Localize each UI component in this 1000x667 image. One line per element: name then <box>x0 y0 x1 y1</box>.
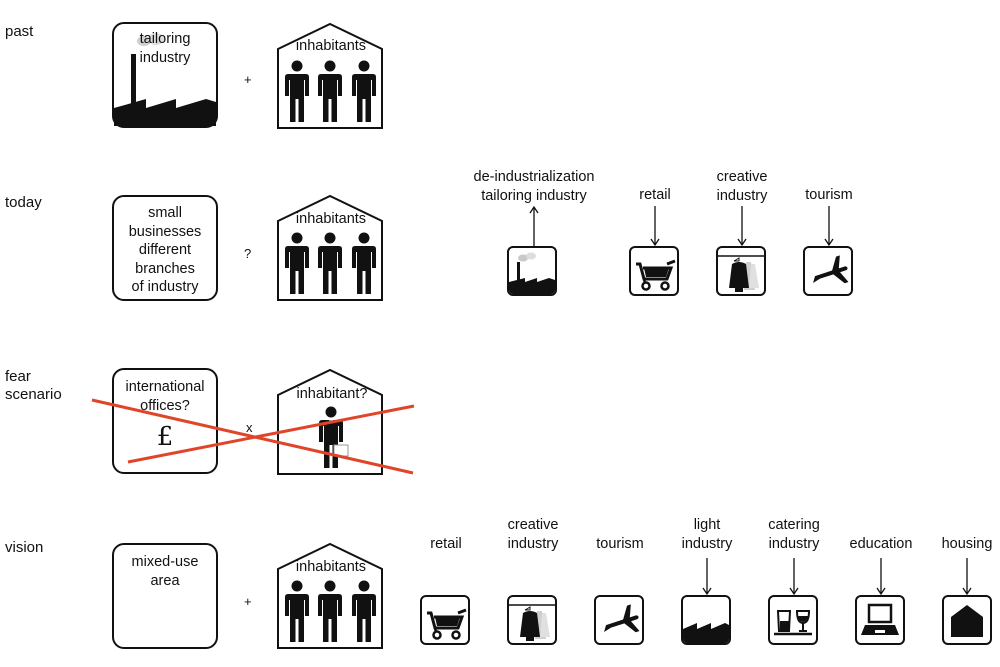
arrow-down-icon <box>702 558 712 596</box>
arrow-up-icon <box>529 205 539 246</box>
caption-education: education <box>849 536 913 552</box>
arrow-down-icon <box>824 206 834 247</box>
operator-past: + <box>244 72 252 87</box>
house-icon-vision <box>277 542 383 649</box>
caption-housing: housing <box>941 536 993 552</box>
row-label-past: past <box>5 23 34 40</box>
tailoring-industry-box: tailoring industry <box>112 22 218 128</box>
international-offices-box: international offices? £ <box>112 368 218 474</box>
house-icon-today <box>277 194 383 301</box>
row-label-vision: vision <box>5 539 44 556</box>
factory-roof-icon <box>681 595 731 645</box>
factory-icon <box>507 246 557 296</box>
factory-icon <box>114 33 216 126</box>
mixed-use-area-text: mixed-use area <box>131 554 199 589</box>
house-icon <box>942 595 992 645</box>
clothes-rack-icon <box>507 595 557 645</box>
operator-vision: + <box>244 594 252 609</box>
caption-creative-industry-vision: creative industry <box>507 517 559 552</box>
house-icon-past <box>277 22 383 129</box>
caption-light-industry: light industry <box>681 517 733 552</box>
clothes-rack-icon <box>716 246 766 296</box>
arrow-down-icon <box>962 558 972 596</box>
arrow-down-icon <box>876 558 886 596</box>
operator-today: ? <box>244 246 252 261</box>
house-label-vision: inhabitants <box>295 559 367 575</box>
mixed-use-area-box: mixed-use area <box>112 543 218 649</box>
international-offices-text: international offices? <box>125 379 205 414</box>
caption-retail-vision: retail <box>430 536 462 552</box>
row-label-today: today <box>5 194 42 211</box>
house-label-today: inhabitants <box>295 211 367 227</box>
caption-tourism-vision: tourism <box>596 536 644 552</box>
caption-tourism-today: tourism <box>805 187 853 203</box>
row-label-fear-scenario: fear scenario <box>5 368 62 403</box>
airplane-icon <box>803 246 853 296</box>
pound-sign-icon: £ <box>156 422 174 452</box>
small-businesses-text: small businesses different branches of i… <box>128 205 202 295</box>
caption-creative-industry-today: creative industry <box>716 169 768 204</box>
shopping-cart-icon <box>629 246 679 296</box>
arrow-down-icon <box>789 558 799 596</box>
shopping-cart-icon <box>420 595 470 645</box>
house-label-past: inhabitants <box>295 38 367 54</box>
caption-de-industrialization: de-industrialization tailoring industry <box>473 169 595 204</box>
factory-text: tailoring industry <box>139 31 191 66</box>
glasses-icon <box>768 595 818 645</box>
caption-retail-today: retail <box>639 187 671 203</box>
arrow-down-icon <box>650 206 660 247</box>
caption-catering-industry: catering industry <box>768 517 820 552</box>
arrow-down-icon <box>737 206 747 247</box>
airplane-icon <box>594 595 644 645</box>
small-businesses-box: small businesses different branches of i… <box>112 195 218 301</box>
house-label-fear: inhabitant? <box>296 386 368 402</box>
laptop-icon <box>855 595 905 645</box>
operator-fear: x <box>246 420 253 435</box>
